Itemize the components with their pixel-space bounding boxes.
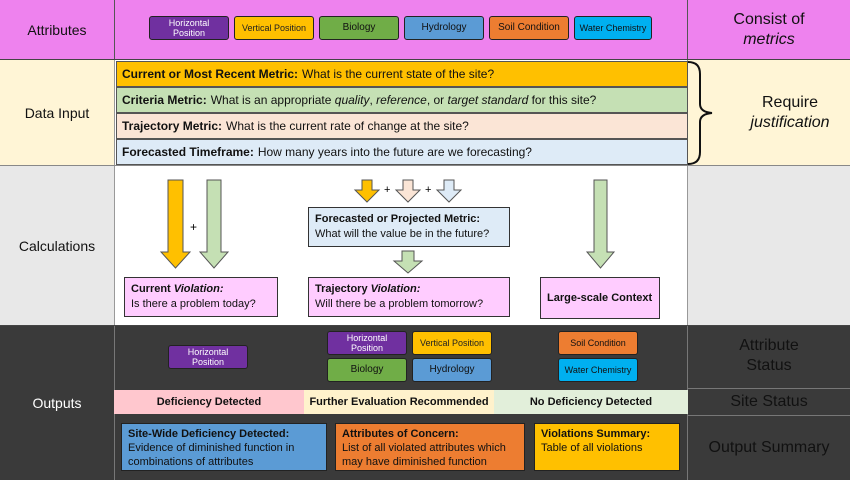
calculations-label: Calculations (18, 237, 96, 254)
justification-brace (687, 61, 713, 165)
status-chip-water: Water Chemistry (558, 358, 638, 382)
attributes-of-concern-box: Attributes of Concern: List of all viola… (335, 423, 525, 471)
consist-line1: Consist of (733, 11, 805, 28)
trajectory-violation-title-b: Violation: (370, 283, 421, 295)
forecasted-metric-box: Forecasted or Projected Metric: What wil… (308, 207, 510, 247)
criteria-metric-bar: Criteria Metric: What is an appropriate … (116, 87, 688, 113)
status-chip-soil: Soil Condition (558, 331, 638, 355)
status-chip-horizontal-2: Horizontal Position (327, 331, 407, 355)
small-blue-arrow (435, 179, 463, 203)
current-violation-title-a: Current (131, 283, 171, 295)
data-input-label: Data Input (24, 104, 90, 121)
chip-water-chemistry: Water Chemistry (574, 16, 652, 40)
status-chip-horizontal: Horizontal Position (168, 345, 248, 369)
require-line2: justification (750, 114, 830, 131)
attributes-of-concern-title: Attributes of Concern: (342, 428, 459, 440)
large-scale-context-box: Large-scale Context (540, 277, 660, 319)
current-down-arrow (159, 179, 192, 269)
trajectory-metric-question: What is the current rate of change at th… (226, 119, 469, 133)
site-wide-deficiency-box: Site-Wide Deficiency Detected: Evidence … (121, 423, 327, 471)
current-metric-bar: Current or Most Recent Metric: What is t… (116, 61, 688, 87)
plus-sign-1: + (190, 220, 198, 234)
small-peach-arrow (394, 179, 422, 203)
consist-line2: metrics (743, 31, 795, 48)
current-violation-box: Current Violation: Is there a problem to… (124, 277, 278, 317)
chip-vertical-position: Vertical Position (234, 16, 314, 40)
status-no-deficiency: No Deficiency Detected (494, 390, 688, 414)
chip-hydrology: Hydrology (404, 16, 484, 40)
current-metric-question: What is the current state of the site? (302, 67, 495, 81)
attributes-of-concern-text: List of all violated attributes which ma… (342, 442, 506, 468)
status-chip-biology: Biology (327, 358, 407, 382)
chip-soil-condition: Soil Condition (489, 16, 569, 40)
large-scale-down-arrow (585, 179, 616, 269)
attributes-label: Attributes (27, 21, 87, 38)
attribute-status-label: Attribute Status (688, 326, 850, 386)
forecast-down-arrow (392, 250, 424, 274)
site-status-text: Site Status (730, 393, 808, 410)
violations-summary-title: Violations Summary: (541, 428, 651, 440)
criteria-target: target standard (447, 93, 529, 107)
trajectory-violation-box: Trajectory Violation: Will there be a pr… (308, 277, 510, 317)
forecasted-metric-title: Forecasted or Projected Metric: (315, 213, 481, 225)
status-deficiency-detected: Deficiency Detected (114, 390, 304, 414)
status-chip-hydrology: Hydrology (412, 358, 492, 382)
criteria-text-pre: What is an appropriate (210, 93, 332, 107)
forecast-timeframe-question: How many years into the future are we fo… (257, 145, 532, 159)
attributes-row: Attributes (0, 0, 850, 60)
attribute-status-line2: Status (746, 357, 792, 374)
trajectory-violation-question: Will there be a problem tomorrow? (315, 298, 484, 310)
attribute-status-line1: Attribute (739, 337, 799, 354)
criteria-reference: reference (376, 93, 427, 107)
forecasted-metric-question: What will the value be in the future? (315, 228, 490, 240)
trajectory-metric-bar: Trajectory Metric: What is the current r… (116, 113, 688, 139)
criteria-down-arrow (198, 179, 230, 269)
plus-sign-3: + (425, 184, 432, 196)
forecast-timeframe-bar: Forecasted Timeframe: How many years int… (116, 139, 688, 165)
consist-of-metrics: Consist of metrics (688, 0, 850, 60)
criteria-metric-title: Criteria Metric: (122, 93, 207, 107)
current-violation-question: Is there a problem today? (131, 298, 256, 310)
forecast-timeframe-title: Forecasted Timeframe: (122, 145, 254, 159)
site-wide-deficiency-text: Evidence of diminished function in combi… (128, 442, 295, 468)
require-line1: Require (761, 94, 819, 111)
status-chip-vertical: Vertical Position (412, 331, 492, 355)
chip-biology: Biology (319, 16, 399, 40)
current-metric-title: Current or Most Recent Metric: (122, 67, 299, 81)
require-justification: Require justification (730, 60, 850, 166)
outputs-label: Outputs (32, 395, 82, 411)
trajectory-metric-title: Trajectory Metric: (122, 119, 223, 133)
trajectory-violation-title-a: Trajectory (315, 283, 368, 295)
criteria-text-post: for this site? (531, 93, 597, 107)
small-yellow-arrow (353, 179, 381, 203)
criteria-quality: quality (334, 93, 370, 107)
violations-summary-box: Violations Summary: Table of all violati… (534, 423, 680, 471)
output-summary-text: Output Summary (708, 439, 830, 456)
site-wide-deficiency-title: Site-Wide Deficiency Detected: (128, 428, 290, 440)
violations-summary-text: Table of all violations (541, 442, 643, 454)
site-status-label: Site Status (688, 388, 850, 416)
status-further-evaluation: Further Evaluation Recommended (304, 390, 494, 414)
criteria-or: , or (426, 93, 445, 107)
output-summary-label: Output Summary (688, 418, 850, 478)
chip-horizontal-position: Horizontal Position (149, 16, 229, 40)
current-violation-title-b: Violation: (173, 283, 224, 295)
plus-sign-2: + (384, 184, 391, 196)
